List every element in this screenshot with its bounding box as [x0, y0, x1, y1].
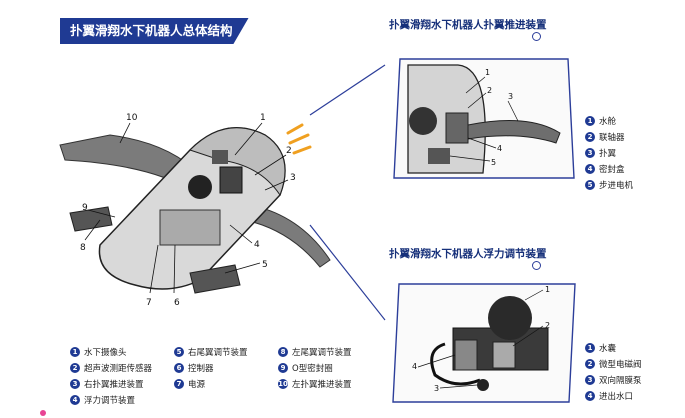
stepper-motor: [428, 148, 450, 164]
top-panel-title: 扑翼滑翔水下机器人扑翼推进装置: [389, 19, 547, 31]
inlet-outlet: [477, 379, 489, 391]
robot-main-diagram: 10 1 2 3 4 5 6 7 8 9: [59, 113, 331, 308]
bottom-label-1: 1: [545, 285, 550, 294]
label-4: 4: [254, 240, 260, 250]
label-5: 5: [262, 260, 268, 270]
label-8: 8: [80, 243, 86, 253]
right-wing: [244, 204, 331, 268]
top-label-3: 3: [508, 92, 513, 101]
buoyancy-bladder: [188, 175, 212, 199]
camera-unit: [212, 150, 228, 164]
hull-cap: [189, 127, 286, 197]
label-1: 1: [260, 113, 266, 123]
left-tail-fin: [69, 206, 113, 232]
corner-dot: [40, 410, 46, 416]
target-icon: [532, 261, 541, 270]
page-title: 扑翼滑翔水下机器人总体结构: [60, 18, 249, 44]
bottom-label-4: 4: [412, 362, 417, 371]
top-label-2: 2: [487, 86, 492, 95]
diaphragm-pump: [454, 339, 478, 371]
label-3: 3: [290, 173, 296, 183]
bottom-label-2: 2: [545, 321, 550, 330]
controller-block: [219, 166, 243, 194]
top-label-5: 5: [491, 158, 496, 167]
top-label-4: 4: [497, 144, 502, 153]
water-bladder: [488, 296, 532, 340]
top-panel-diagram: 1 2 3 4 5: [393, 58, 575, 179]
sealed-box: [445, 112, 469, 144]
water-tank: [409, 107, 437, 135]
flapping-wing: [467, 120, 561, 144]
label-10: 10: [126, 113, 138, 123]
top-label-1: 1: [485, 68, 490, 77]
target-icon: [532, 32, 541, 41]
solenoid-valve: [492, 341, 516, 369]
bottom-label-3: 3: [434, 384, 439, 393]
connector-lines: [309, 64, 386, 321]
bottom-panel-title: 扑翼滑翔水下机器人浮力调节装置: [389, 248, 547, 260]
label-2: 2: [286, 146, 292, 156]
label-7: 7: [146, 298, 152, 308]
label-6: 6: [174, 298, 180, 308]
bottom-panel-diagram: 1 2 3 4: [392, 283, 576, 403]
label-9: 9: [82, 203, 88, 213]
tube: [430, 342, 481, 386]
power-pack: [159, 209, 221, 246]
